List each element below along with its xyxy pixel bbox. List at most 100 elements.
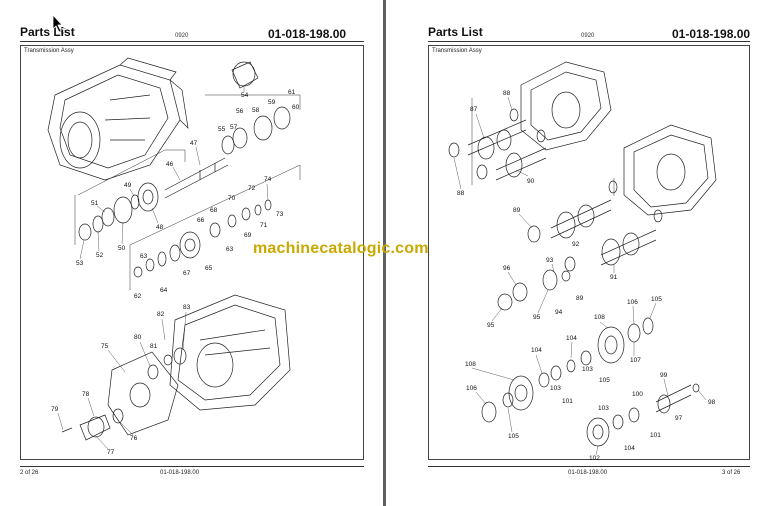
shaft-91 — [600, 229, 657, 266]
svg-text:81: 81 — [150, 343, 158, 350]
svg-text:92: 92 — [572, 241, 580, 248]
svg-text:63: 63 — [226, 246, 234, 253]
ring-57 — [221, 135, 235, 155]
svg-text:88: 88 — [457, 190, 465, 197]
svg-text:101: 101 — [562, 398, 573, 405]
shaft-97 — [655, 384, 692, 413]
washer-53 — [78, 223, 92, 241]
svg-text:104: 104 — [531, 347, 542, 354]
svg-text:53: 53 — [76, 260, 84, 267]
shaft-92 — [550, 199, 612, 239]
doc-code: 01-018-198.00 — [672, 27, 751, 41]
svg-text:79: 79 — [51, 406, 59, 413]
svg-text:94: 94 — [555, 309, 563, 316]
svg-text:58: 58 — [252, 107, 260, 114]
svg-text:64: 64 — [160, 287, 168, 294]
gear-54 — [231, 61, 259, 89]
bearing-56 — [232, 127, 248, 149]
footer-page: 2 of 26 — [20, 470, 39, 476]
svg-text:108: 108 — [465, 361, 476, 368]
exploded-diagram-left: 54 61 59 60 58 56 55 57 47 46 49 48 51 5… — [47, 57, 301, 456]
svg-text:50: 50 — [118, 245, 126, 252]
revision: 0920 — [581, 33, 595, 39]
footer-rule — [428, 466, 750, 467]
svg-text:56: 56 — [236, 108, 244, 115]
svg-text:71: 71 — [260, 222, 268, 229]
ring-67 — [169, 244, 181, 262]
svg-text:91: 91 — [610, 274, 618, 281]
svg-text:51: 51 — [91, 200, 99, 207]
transmission-housing-mid — [623, 124, 717, 216]
svg-text:100: 100 — [632, 391, 643, 398]
page-title: Parts List — [20, 25, 75, 39]
svg-text:104: 104 — [566, 335, 577, 342]
svg-text:72: 72 — [248, 185, 256, 192]
svg-text:63: 63 — [140, 253, 148, 260]
rear-housing — [169, 294, 291, 411]
svg-text:48: 48 — [156, 224, 164, 231]
svg-text:54: 54 — [241, 92, 249, 99]
gear-102 — [586, 417, 610, 447]
svg-text:82: 82 — [157, 311, 165, 318]
disc-58 — [253, 115, 273, 141]
svg-text:83: 83 — [183, 304, 191, 311]
right-page: Parts List 0920 01-018-198.00 Transmissi… — [386, 0, 768, 506]
svg-text:89: 89 — [513, 207, 521, 214]
svg-text:90: 90 — [527, 178, 535, 185]
svg-text:105: 105 — [508, 433, 519, 440]
svg-text:65: 65 — [205, 265, 213, 272]
svg-text:96: 96 — [503, 265, 511, 272]
section-caption: Transmission Assy — [432, 48, 482, 54]
svg-text:95: 95 — [533, 314, 541, 321]
svg-text:98: 98 — [708, 399, 716, 406]
callout-labels: 88 87 88 90 89 92 91 93 96 89 95 95 94 1… — [453, 90, 716, 462]
gear-48 — [137, 182, 159, 212]
ring-49 — [130, 194, 140, 210]
svg-text:60: 60 — [292, 104, 300, 111]
svg-text:106: 106 — [466, 385, 477, 392]
svg-text:75: 75 — [101, 343, 109, 350]
exploded-diagram-right: 88 87 88 90 89 92 91 93 96 89 95 95 94 1… — [448, 61, 717, 462]
transmission-housing — [47, 57, 189, 181]
footer-code: 01-018-198.00 — [568, 470, 608, 476]
bearing-94 — [542, 269, 558, 291]
ring-51 — [101, 207, 115, 227]
svg-text:74: 74 — [264, 176, 272, 183]
gear-108-lower — [508, 375, 534, 411]
section-caption: Transmission Assy — [24, 48, 74, 54]
mouse-pointer-icon — [52, 13, 66, 34]
svg-text:95: 95 — [487, 322, 495, 329]
svg-text:105: 105 — [599, 377, 610, 384]
svg-text:78: 78 — [82, 391, 90, 398]
svg-text:68: 68 — [210, 207, 218, 214]
svg-text:89: 89 — [576, 295, 584, 302]
svg-text:107: 107 — [630, 357, 641, 364]
shaft-46 — [164, 157, 229, 199]
svg-text:77: 77 — [107, 449, 115, 456]
doc-code: 01-018-198.00 — [268, 27, 347, 41]
svg-text:73: 73 — [276, 211, 284, 218]
bolt-79 — [61, 427, 73, 433]
svg-text:67: 67 — [183, 270, 191, 277]
gear-65 — [179, 231, 201, 259]
footer-rule — [20, 466, 364, 467]
gear-108-upper — [597, 326, 625, 364]
left-page: Parts List 0920 01-018-198.00 Transmissi… — [0, 0, 383, 506]
svg-text:69: 69 — [244, 232, 252, 239]
svg-text:103: 103 — [550, 385, 561, 392]
svg-text:61: 61 — [288, 89, 296, 96]
callout-labels: 54 61 59 60 58 56 55 57 47 46 49 48 51 5… — [51, 85, 300, 456]
svg-text:97: 97 — [675, 415, 683, 422]
svg-text:103: 103 — [598, 405, 609, 412]
watermark-text: machinecatalogic.com — [253, 240, 429, 257]
svg-text:87: 87 — [470, 106, 478, 113]
svg-text:106: 106 — [627, 299, 638, 306]
svg-text:62: 62 — [134, 293, 142, 300]
pipe-77 — [79, 414, 111, 441]
svg-text:80: 80 — [134, 334, 142, 341]
diagram-frame — [428, 45, 750, 460]
footer-page: 3 of 26 — [722, 470, 741, 476]
svg-text:103: 103 — [582, 366, 593, 373]
svg-text:47: 47 — [190, 140, 198, 147]
page-title: Parts List — [428, 25, 483, 39]
